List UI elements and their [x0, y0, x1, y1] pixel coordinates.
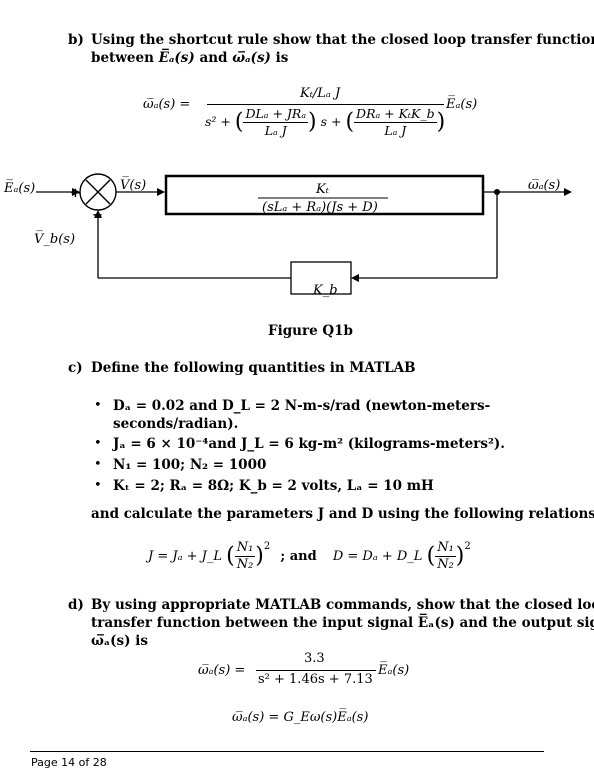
part-b-Ea: E̅ₐ(s): [158, 50, 195, 66]
part-d-label: d): [68, 597, 84, 613]
eq-b-term1-den: Lₐ J: [243, 122, 309, 139]
part-c-relation-text: and calculate the parameters J and D usi…: [91, 506, 594, 522]
bullet-dot-1: •: [94, 398, 102, 413]
eq-D-ratio-num: N₁: [437, 540, 454, 555]
part-d-line1: By using appropriate MATLAB commands, sh…: [91, 597, 594, 613]
part-b-line2-pre: between: [91, 50, 159, 66]
diagram-vb-label: V̅_b(s): [34, 232, 76, 247]
part-b-line2: between E̅ₐ(s) and ω̅ₐ(s) is: [91, 50, 288, 66]
eq-d-denominator: s² + 1.46s + 7.13: [258, 672, 373, 687]
part-c-bullet-1-cont: seconds/radian).: [113, 416, 239, 432]
part-c-bullet-1: Dₐ = 0.02 and D_L = 2 N-m-s/rad (newton-…: [113, 398, 491, 414]
eq-J-paren-close: ): [255, 543, 264, 569]
feedback-arrowhead-kb: [351, 274, 359, 282]
part-b-label: b): [68, 32, 84, 48]
bullet-dot-3: •: [94, 457, 102, 472]
part-b-line1: Using the shortcut rule show that the cl…: [91, 32, 594, 48]
plant-block: [164, 174, 485, 216]
eq-D: D = Dₐ + D_L: [332, 549, 423, 564]
part-c-bullet-3: N₁ = 100; N₂ = 1000: [113, 457, 267, 473]
forward-arrowhead: [157, 188, 165, 196]
part-b-is: is: [270, 50, 289, 66]
eq-b-term2-den: Lₐ J: [354, 122, 437, 139]
eq-b-paren-open-2: (: [345, 109, 355, 135]
diagram-minus-sign: −: [92, 208, 103, 223]
semicolon-and: ; and: [280, 549, 317, 564]
eq-D-exponent: 2: [464, 540, 471, 552]
eq-b-term2-num: DRₐ + KₜK_b: [356, 106, 435, 121]
part-d-line2: transfer function between the input sign…: [91, 615, 594, 631]
page-number: Page 14 of 28: [31, 756, 107, 769]
part-c-bullet-2: Jₐ = 6 × 10⁻⁴and J_L = 6 kg-m² (kilogram…: [113, 436, 505, 452]
eq-D-ratio-den: N₂: [435, 556, 456, 572]
eq-b-rhs: E̅ₐ(s): [446, 97, 478, 112]
eq-d-rhs: E̅ₐ(s): [378, 663, 410, 678]
diagram-feedback-label: K_b: [313, 283, 338, 298]
input-arrowhead: [72, 188, 80, 196]
eq-b-lhs: ω̅ₐ(s) =: [143, 97, 191, 112]
output-arrowhead: [564, 188, 572, 196]
eq-J-paren-open: (: [226, 543, 235, 569]
part-d-line3: ω̅ₐ(s) is: [91, 633, 148, 649]
summing-cross-2: [85, 179, 111, 205]
part-c-label: c): [68, 360, 83, 376]
bullet-dot-2: •: [94, 436, 102, 451]
eq-J-exponent: 2: [263, 540, 271, 552]
eq-b-s: s +: [320, 114, 342, 129]
bullet-dot-4: •: [94, 478, 102, 493]
eq-J: J = Jₐ + J_L: [148, 549, 222, 564]
eq-J-ratio-den: N₂: [234, 556, 256, 572]
diagram-plus-sign: +: [70, 186, 81, 201]
footer-rule: [30, 751, 544, 752]
figure-caption: Figure Q1b: [268, 323, 353, 339]
diagram-output-label: ω̅ₐ(s): [528, 178, 561, 193]
diagram-plant-numerator: Kₜ: [316, 182, 329, 197]
diagram-plant-denominator: (sLₐ + Rₐ)(Js + D): [262, 200, 378, 215]
eq-d-fraction-bar: [256, 670, 376, 671]
eq-b-numerator: Kₜ/Lₐ J: [300, 86, 341, 101]
eq-d-lhs: ω̅ₐ(s) =: [198, 663, 246, 678]
eq-D-paren-close: ): [455, 543, 465, 569]
eq-d-transfer: ω̅ₐ(s) = G_Eω(s)E̅ₐ(s): [232, 710, 369, 725]
diagram-input-label: E̅ₐ(s): [4, 181, 36, 196]
feedback-arrowhead-sum: [94, 210, 102, 218]
eq-b-paren-close-1: ): [308, 109, 317, 135]
part-c-bullet-4: Kₜ = 2; Rₐ = 8Ω; K_b = 2 volts, Lₐ = 10 …: [113, 478, 434, 494]
eq-d-numerator: 3.3: [304, 651, 325, 666]
eq-J-ratio-num: N₁: [236, 540, 254, 555]
eq-b-fraction-bar: [207, 104, 444, 105]
eq-b-paren-open-1: (: [234, 109, 244, 135]
eq-b-paren-close-2: ): [436, 109, 446, 135]
diagram-v-label: V̅(s): [120, 178, 147, 193]
eq-b-s2: s² +: [205, 114, 231, 129]
eq-b-term1-num: DLₐ + JRₐ: [245, 106, 307, 121]
part-b-wa: ω̅ₐ(s): [232, 50, 271, 66]
part-b-and: and: [194, 50, 233, 66]
block-diagram: [36, 173, 572, 295]
eq-D-paren-open: (: [426, 543, 436, 569]
feedback-block: [290, 261, 352, 295]
part-c-intro: Define the following quantities in MATLA…: [91, 360, 416, 376]
